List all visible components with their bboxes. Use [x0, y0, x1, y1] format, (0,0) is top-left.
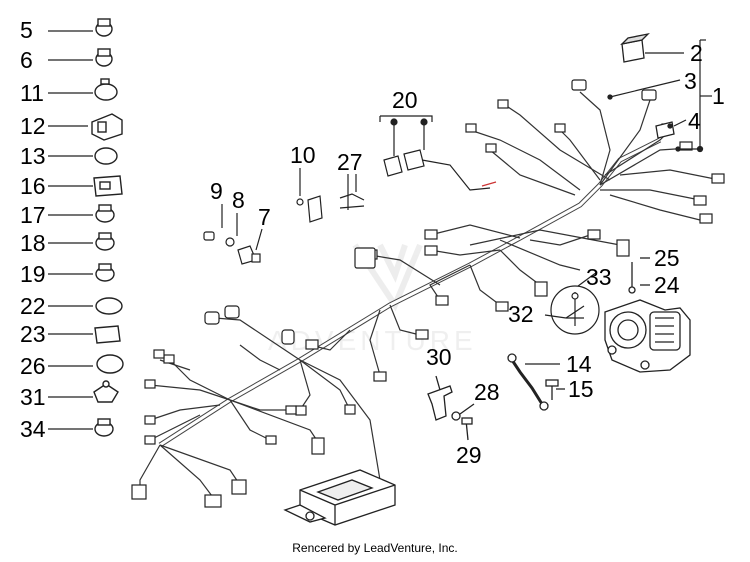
- callout-18: 18: [20, 230, 46, 256]
- clip-23-icon: [94, 325, 121, 344]
- clamp-11-icon: [94, 78, 118, 101]
- callout-20: 20: [392, 87, 418, 113]
- callout-4: 4: [688, 108, 701, 134]
- throttle-body: [604, 257, 691, 373]
- callout-13: 13: [20, 143, 46, 169]
- callout-3: 3: [684, 68, 697, 94]
- callout-1: 1: [712, 83, 725, 109]
- callout-25: 25: [654, 245, 680, 271]
- callout-28: 28: [474, 379, 500, 405]
- callout-34: 34: [20, 416, 46, 442]
- callout-10: 10: [290, 142, 316, 168]
- callout-30: 30: [426, 344, 452, 370]
- clamp-6-icon: [95, 48, 113, 67]
- clamp-5-icon: [95, 18, 113, 37]
- ecu-module: [283, 469, 396, 526]
- callout-12: 12: [20, 113, 46, 139]
- callout-11: 11: [20, 80, 44, 106]
- callout-9: 9: [210, 178, 223, 204]
- upper-right-parts: [607, 32, 704, 153]
- clip-31-icon: [93, 380, 119, 403]
- wiring-harness: [139, 91, 721, 501]
- clamp-17-icon: [95, 204, 115, 223]
- bracket-fasteners: [203, 168, 365, 265]
- leader-lines-right: [609, 39, 712, 150]
- callout-5: 5: [20, 17, 33, 43]
- clamp-34-icon: [94, 418, 114, 437]
- callout-31: 31: [20, 384, 46, 410]
- callout-32: 32: [508, 301, 534, 327]
- callout-24: 24: [654, 272, 680, 298]
- callout-17: 17: [20, 202, 46, 228]
- callout-6: 6: [20, 47, 33, 73]
- callout-2: 2: [690, 40, 703, 66]
- footer-credit: Rencered by LeadVenture, Inc.: [292, 541, 458, 555]
- clamp-13-icon: [94, 147, 118, 165]
- callout-16: 16: [20, 173, 46, 199]
- harness-connectors: [131, 79, 725, 508]
- clamp-18-icon: [95, 232, 115, 251]
- strap-22-icon: [95, 297, 123, 315]
- callout-numbers: 5 6 11 12 13 16 17 18 19 22 23 26 31 34 …: [20, 17, 725, 468]
- grommet-33-32: [544, 271, 600, 335]
- callout-7: 7: [258, 204, 271, 230]
- callout-19: 19: [20, 261, 46, 287]
- bracket-28-30: [427, 375, 475, 441]
- connector-20-group: [379, 115, 497, 191]
- connector-12-icon: [91, 113, 123, 141]
- callout-22: 22: [20, 293, 46, 319]
- holder-16-icon: [93, 175, 123, 197]
- callout-27: 27: [337, 149, 363, 175]
- callout-8: 8: [232, 187, 245, 213]
- callout-23: 23: [20, 321, 46, 347]
- clamp-19-icon: [95, 263, 115, 282]
- clamp-icons: [91, 18, 124, 437]
- callout-26: 26: [20, 353, 46, 379]
- ground-cable-14-15: [507, 353, 565, 411]
- callout-33: 33: [586, 264, 612, 290]
- callout-29: 29: [456, 442, 482, 468]
- callout-15: 15: [568, 376, 594, 402]
- callout-14: 14: [566, 351, 592, 377]
- left-parts-column: [48, 30, 93, 430]
- strap-26-icon: [96, 354, 124, 374]
